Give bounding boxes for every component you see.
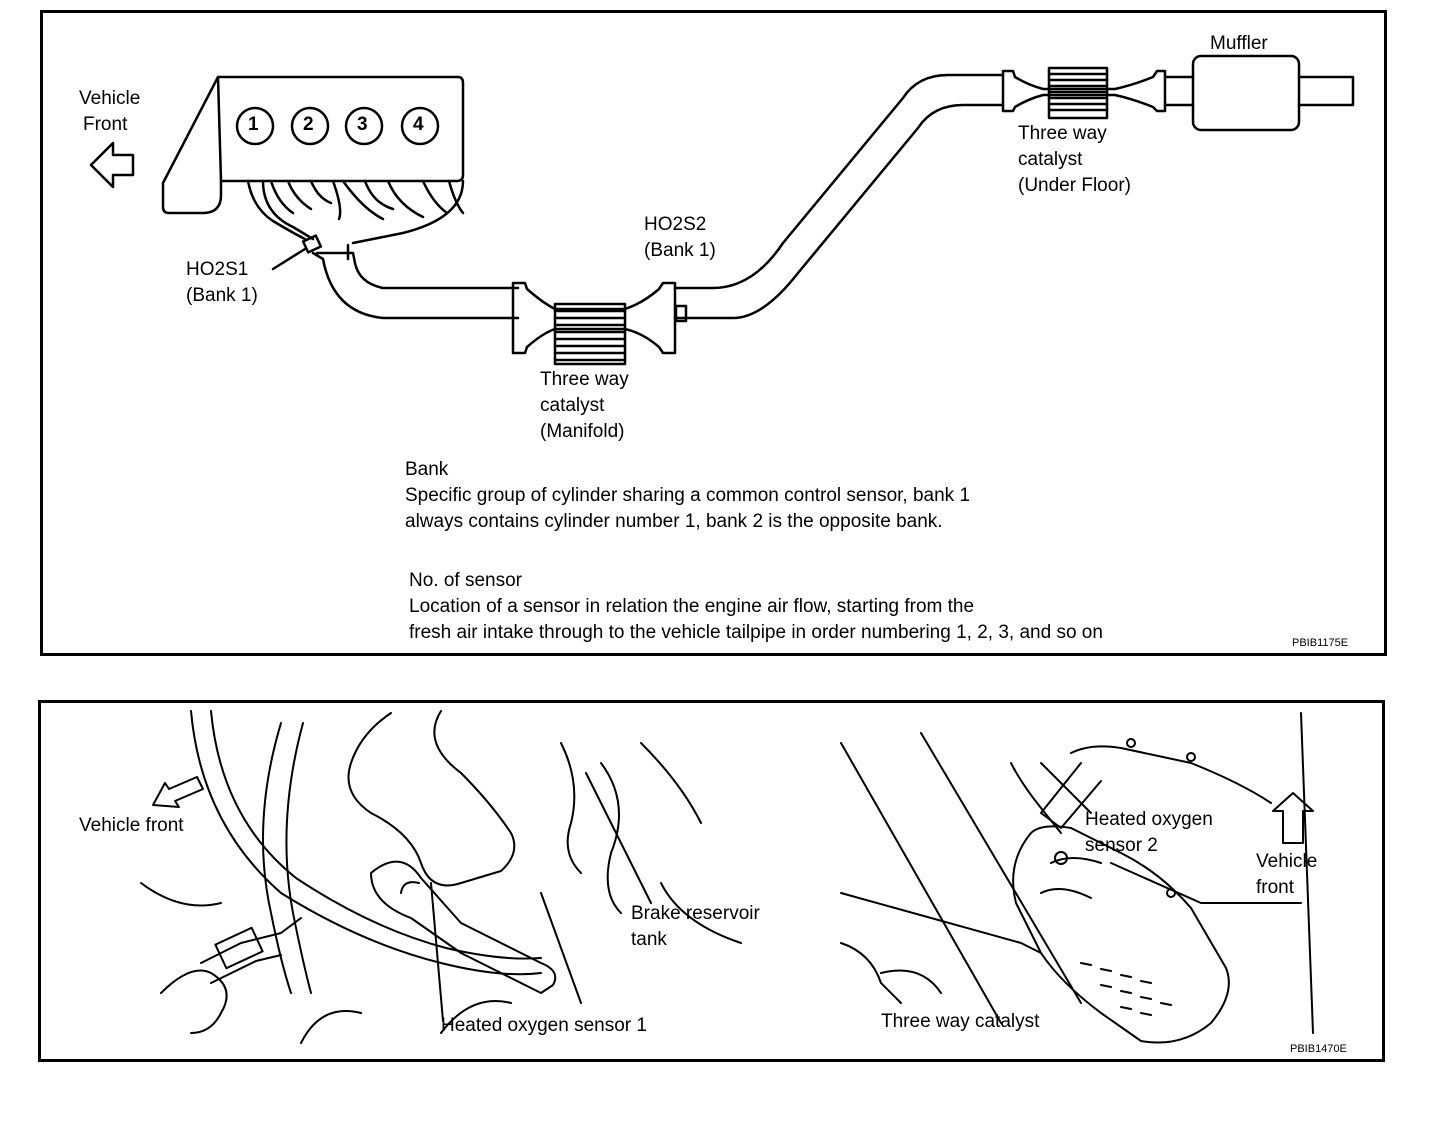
figure-code: PBIB1175E xyxy=(1292,637,1349,649)
heated-oxygen-sensor-2-label-line2: sensor 2 xyxy=(1085,835,1158,856)
vehicle-front-arrow-icon xyxy=(89,141,135,189)
three-way-catalyst-shape xyxy=(1012,825,1230,1044)
manifold-catalyst xyxy=(511,281,677,355)
vehicle-front-left-label: Vehicle front xyxy=(79,815,184,836)
brake-reservoir-tank xyxy=(347,710,516,887)
muffler-label: Muffler xyxy=(1210,33,1268,54)
cylinder-1-label: 1 xyxy=(248,114,259,135)
twc-under-floor-line2: catalyst xyxy=(1018,149,1083,170)
three-way-catalyst-label: Three way catalyst xyxy=(881,1011,1040,1032)
under-floor-catalyst xyxy=(1001,69,1167,113)
twc-under-floor-line1: Three way xyxy=(1018,123,1107,144)
vehicle-front-left-arrow-icon xyxy=(152,776,204,808)
cylinder-2-label: 2 xyxy=(303,114,314,135)
bank-desc-line1: Specific group of cylinder sharing a com… xyxy=(405,485,971,506)
bank-title: Bank xyxy=(405,459,449,480)
vehicle-front-label: Vehicle xyxy=(79,86,140,112)
cylinder-3-label: 3 xyxy=(357,114,368,135)
vehicle-front-label-2: Front xyxy=(83,112,127,138)
ho2s2-bank-label: (Bank 1) xyxy=(644,240,716,261)
vehicle-front-line1: Vehicle xyxy=(79,88,141,109)
ho2s2-sensor xyxy=(674,304,688,323)
figure-code-bottom: PBIB1470E xyxy=(1290,1043,1347,1055)
sensor-location-panel: Vehicle front Brake reservoir tank Heate… xyxy=(38,700,1385,1062)
twc-manifold-line1: Three way xyxy=(540,369,629,390)
center-pipe xyxy=(673,73,1005,320)
twc-under-floor-line3: (Under Floor) xyxy=(1018,175,1131,196)
vehicle-front-line2: Front xyxy=(83,114,128,135)
cylinder-4-label: 4 xyxy=(413,114,424,135)
sensor-desc-line1: Location of a sensor in relation the eng… xyxy=(409,596,975,617)
ho2s2-label: HO2S2 xyxy=(644,214,707,235)
ho2s1-sensor xyxy=(301,234,323,254)
vehicle-front-right-label-line1: Vehicle xyxy=(1256,851,1318,872)
bank-desc-line2: always contains cylinder number 1, bank … xyxy=(405,511,943,532)
connector xyxy=(214,926,264,970)
muffler-shape xyxy=(1191,54,1301,132)
sensor-desc-line2: fresh air intake through to the vehicle … xyxy=(409,622,1103,643)
engine-block xyxy=(161,75,465,215)
ho2s1-bank-label: (Bank 1) xyxy=(186,285,258,306)
sensor-title: No. of sensor xyxy=(409,570,522,591)
exhaust-manifold xyxy=(246,179,465,241)
heated-oxygen-sensor-2-label-line1: Heated oxygen xyxy=(1085,809,1213,830)
ho2s1-label: HO2S1 xyxy=(186,259,249,280)
brake-reservoir-label-line2: tank xyxy=(631,929,667,950)
heated-oxygen-sensor-1-label: Heated oxygen sensor 1 xyxy=(441,1015,647,1036)
front-pipe xyxy=(311,243,520,320)
vehicle-front-right-label-line2: front xyxy=(1256,877,1295,898)
exhaust-system-diagram xyxy=(89,54,1355,366)
twc-manifold-line3: (Manifold) xyxy=(540,421,625,442)
twc-manifold-line2: catalyst xyxy=(540,395,605,416)
vehicle-front-right-arrow-icon xyxy=(1272,792,1314,844)
exhaust-layout-panel: Vehicle Front 1 2 3 4 Muffler Three way … xyxy=(40,10,1387,656)
sensor-location-illustration xyxy=(140,710,1314,1044)
brake-reservoir-label-line1: Brake reservoir xyxy=(631,903,760,924)
